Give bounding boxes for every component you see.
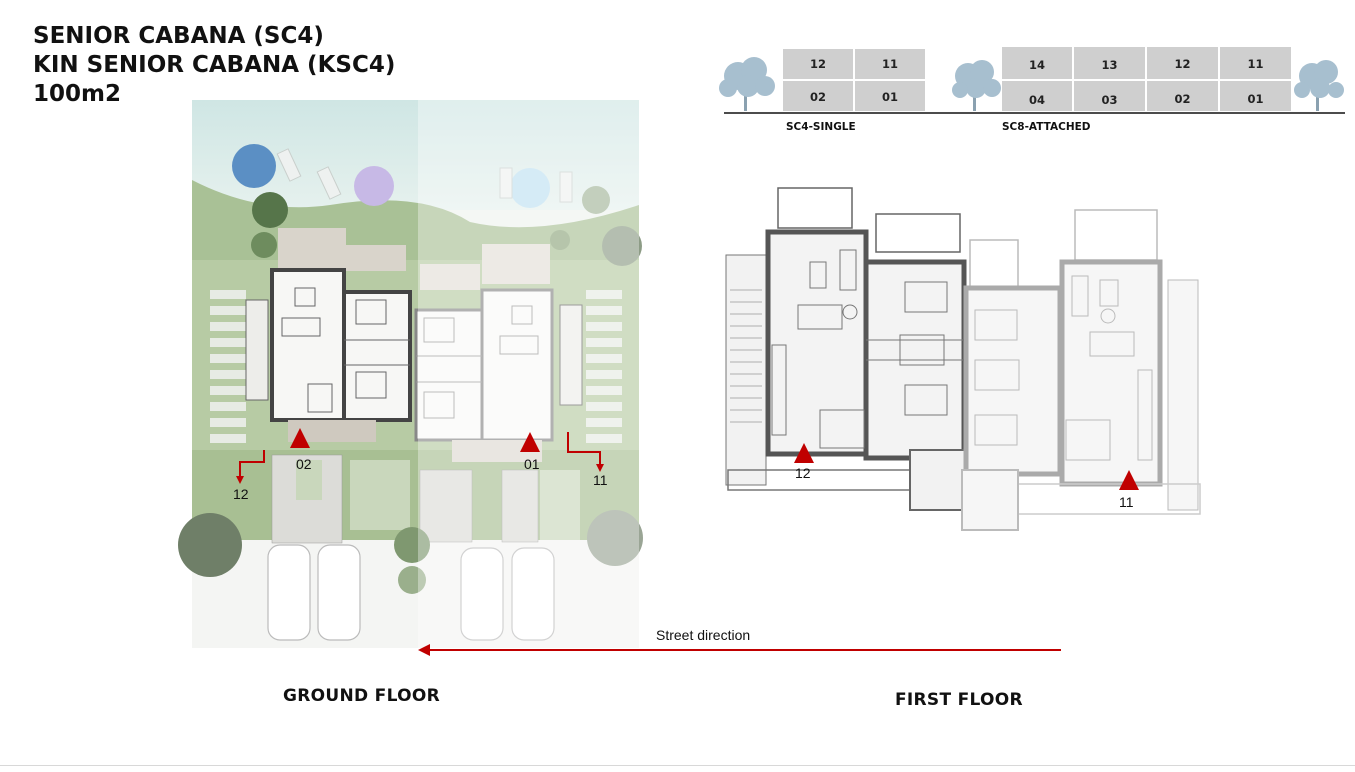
stair-direction-arrow xyxy=(239,432,601,478)
key-cell-sc8-03: 03 xyxy=(1073,80,1146,112)
key-cell-sc4-01: 01 xyxy=(854,80,926,112)
key-tree-icon xyxy=(1294,60,1344,111)
key-plan xyxy=(719,57,1345,114)
key-cell-sc4-12: 12 xyxy=(782,48,854,80)
key-cell-sc8-11: 11 xyxy=(1219,46,1292,80)
ground-floor-caption: GROUND FLOOR xyxy=(283,686,440,706)
key-cell-sc8-14: 14 xyxy=(1001,46,1073,80)
title-area: 100m2 xyxy=(33,81,121,107)
key-tree-icon xyxy=(952,60,1001,111)
street-direction-arrow xyxy=(418,644,1061,656)
key-cell-sc8-01: 01 xyxy=(1219,80,1292,112)
key-cell-sc8-12: 12 xyxy=(1146,46,1219,80)
ground-unit-label-02: 02 xyxy=(296,456,312,472)
street-direction-label: Street direction xyxy=(656,627,751,643)
key-tree-icon xyxy=(719,57,775,111)
key-cell-sc8-04: 04 xyxy=(1001,80,1073,112)
page-title: SENIOR CABANA (SC4) KIN SENIOR CABANA (K… xyxy=(33,22,395,109)
first-floor-plan xyxy=(725,187,1201,531)
first-floor-caption: FIRST FLOOR xyxy=(895,690,1023,710)
umbrella-icon xyxy=(232,144,550,208)
title-line-2: KIN SENIOR CABANA (KSC4) xyxy=(33,52,396,78)
ground-floor-plan xyxy=(178,100,643,648)
first-unit-label-11: 11 xyxy=(1119,494,1134,510)
tree-icon xyxy=(178,186,643,594)
key-label-sc4: SC4-SINGLE xyxy=(786,121,856,133)
key-label-sc8: SC8-ATTACHED xyxy=(1002,121,1091,133)
first-unit-label-12: 12 xyxy=(795,465,811,481)
key-cell-sc4-11: 11 xyxy=(854,48,926,80)
car-icon xyxy=(267,544,555,641)
ground-stair-label-11: 11 xyxy=(593,472,608,488)
ground-unit-label-01: 01 xyxy=(524,456,540,472)
entry-marker-icon xyxy=(794,443,1139,490)
entry-marker-icon xyxy=(290,428,540,452)
footer-divider xyxy=(0,765,1355,766)
key-cell-sc8-02: 02 xyxy=(1146,80,1219,112)
key-cell-sc4-02: 02 xyxy=(782,80,854,112)
title-line-1: SENIOR CABANA (SC4) xyxy=(33,23,324,49)
key-cell-sc8-13: 13 xyxy=(1073,46,1146,80)
ground-stair-label-12: 12 xyxy=(233,486,249,502)
